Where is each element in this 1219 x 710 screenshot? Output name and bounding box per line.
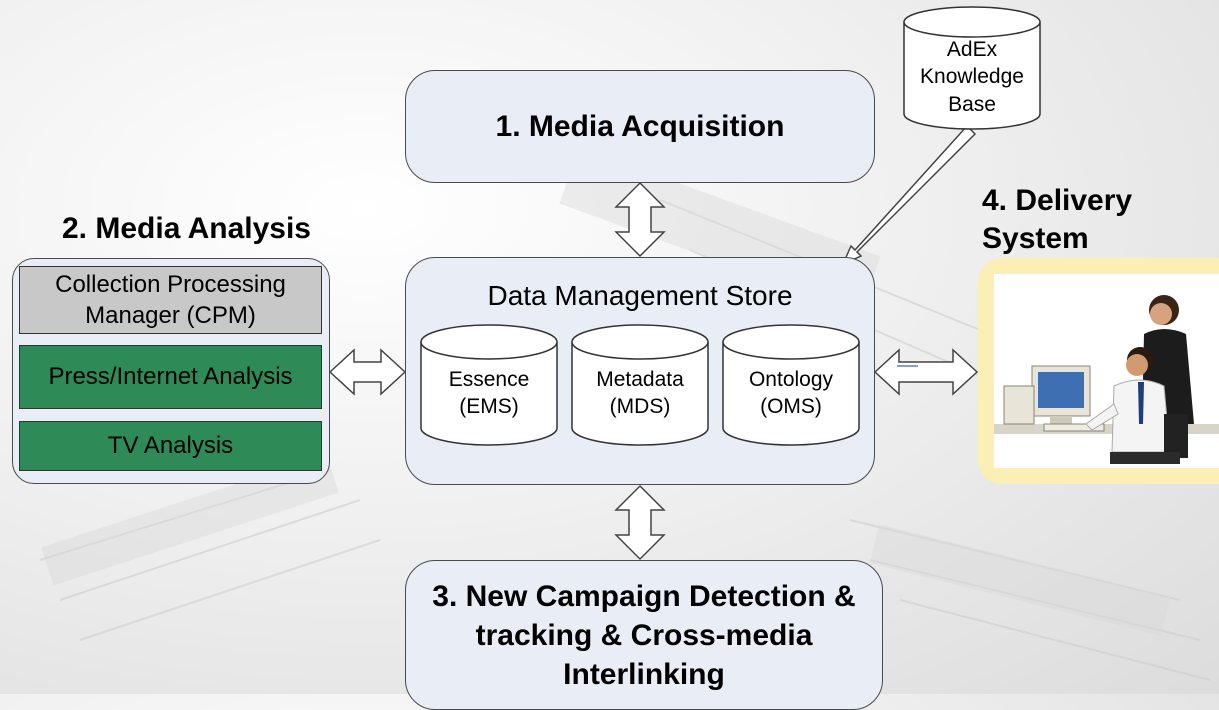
- cpm-label: Collection Processing Manager (CPM): [55, 270, 286, 329]
- campaign-detection-box: 3. New Campaign Detection & tracking & C…: [405, 560, 883, 710]
- media-analysis-heading: 2. Media Analysis: [62, 212, 311, 245]
- essence-store-label: Essence (EMS): [448, 368, 530, 419]
- tv-analysis-label: TV Analysis: [107, 432, 234, 460]
- ontology-store-label: Ontology (OMS): [748, 368, 834, 419]
- delivery-system-photo: [978, 258, 1219, 484]
- media-acquisition-label: 1. Media Acquisition: [495, 109, 785, 143]
- media-acquisition-box: 1. Media Acquisition: [405, 70, 875, 183]
- double-arrow-analysis-store: [328, 348, 407, 396]
- campaign-detection-label: 3. New Campaign Detection & tracking & C…: [432, 580, 856, 691]
- double-arrow-acquisition-store: [614, 181, 666, 258]
- double-arrow-store-delivery: [873, 348, 979, 396]
- metadata-store-cylinder: Metadata (MDS): [571, 324, 709, 448]
- delivery-system-heading: 4. Delivery System: [982, 184, 1133, 255]
- data-store-title: Data Management Store: [487, 280, 793, 311]
- knowledge-base-cylinder: AdEx Knowledge Base: [903, 6, 1041, 130]
- tv-analysis-box: TV Analysis: [19, 421, 322, 471]
- cpm-box: Collection Processing Manager (CPM): [19, 266, 322, 334]
- ontology-store-cylinder: Ontology (OMS): [722, 324, 860, 448]
- press-internet-analysis-box: Press/Internet Analysis: [19, 345, 322, 409]
- people-at-computer-illustration: [994, 274, 1219, 468]
- essence-store-cylinder: Essence (EMS): [420, 324, 558, 448]
- double-arrow-store-campaign: [614, 484, 666, 561]
- knowledge-base-label: AdEx Knowledge Base: [920, 38, 1024, 116]
- press-internet-analysis-label: Press/Internet Analysis: [48, 363, 293, 391]
- metadata-store-label: Metadata (MDS): [596, 368, 684, 419]
